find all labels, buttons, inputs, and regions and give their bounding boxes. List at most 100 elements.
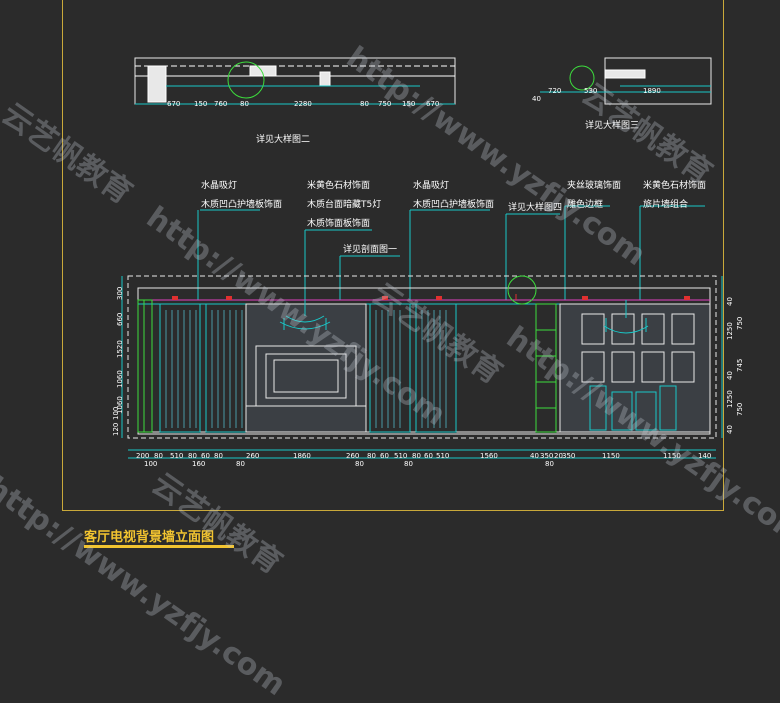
left-dim: 660 — [116, 312, 124, 326]
right-dim: 750 — [736, 316, 744, 330]
plan-block — [147, 65, 167, 103]
bottom-dim: 80 — [367, 452, 376, 460]
plan-dim: 760 — [214, 100, 228, 108]
plan-dim: 670 — [167, 100, 181, 108]
right-dim: 750 — [736, 402, 744, 416]
bottom-dim: 40 — [530, 452, 539, 460]
plan-dim: 530 — [584, 87, 598, 95]
outer-frame-border — [62, 0, 724, 511]
left-dim: 120 — [112, 422, 120, 436]
right-dim: 40 — [726, 425, 734, 434]
bottom-dim: 1860 — [293, 452, 311, 460]
callout-text: 详见大样图四 — [508, 203, 563, 213]
bottom-dim: 1560 — [480, 452, 498, 460]
callout-text: 米黄色石材饰面 — [307, 181, 371, 191]
bottom-dim: 260 — [346, 452, 360, 460]
right-dim: 1250 — [726, 390, 734, 408]
dining-stone-wall — [559, 303, 711, 433]
wall-panel-4 — [415, 303, 457, 433]
panel-grooves — [165, 310, 243, 428]
callout-text: 木质台面暗藏T5灯 — [307, 200, 382, 210]
bottom-dim: 140 — [698, 452, 712, 460]
callout-text: 木质凹凸护墙板饰面 — [201, 200, 283, 210]
ceiling-marks — [172, 296, 690, 300]
bottom-dim: 510 — [170, 452, 184, 460]
bottom-dim: 20 — [554, 452, 563, 460]
chandelier-right — [603, 300, 649, 334]
glass-partition — [535, 303, 557, 433]
bottom-dim: 60 — [424, 452, 433, 460]
bottom-dim: 60 — [201, 452, 210, 460]
plan-block — [604, 69, 646, 79]
tv-screen — [273, 359, 339, 393]
panel-grooves — [375, 310, 447, 428]
title-underline — [84, 545, 234, 548]
callout-text: 水晶吸灯 — [201, 181, 238, 191]
bottom-dim: 60 — [380, 452, 389, 460]
callout-text: 详见剖面图一 — [343, 245, 398, 255]
right-dim: 745 — [736, 358, 744, 372]
plan-outline-right — [604, 57, 712, 105]
bottom-dim: 510 — [436, 452, 450, 460]
bottom-dim: 350 — [540, 452, 554, 460]
glass-grid — [536, 329, 556, 409]
dining-panels — [581, 313, 695, 383]
plan-dim: 80 — [240, 100, 249, 108]
leader-lines — [197, 205, 705, 300]
bottom-dim: 80 — [412, 452, 421, 460]
callout-text: 夹丝玻璃饰面 — [567, 181, 622, 191]
plan-dim: 1890 — [643, 87, 661, 95]
left-dim: 1060 — [116, 370, 124, 388]
detail-2-label: 详见大样图二 — [256, 135, 311, 145]
plan-block — [249, 65, 277, 77]
callout-text: 木质饰面板饰面 — [307, 219, 371, 229]
bottom-dim: 80 — [545, 460, 554, 468]
right-dim: 40 — [726, 297, 734, 306]
bottom-dim: 100 — [144, 460, 158, 468]
elevation-boundary — [127, 275, 717, 439]
detail-marker-4 — [507, 275, 537, 305]
bottom-dim: 160 — [192, 460, 206, 468]
detail-marker-2 — [227, 61, 265, 99]
bottom-dim: 80 — [214, 452, 223, 460]
wall-panel-3 — [369, 303, 411, 433]
wall-panel-1 — [159, 303, 201, 433]
plan-dim: 40 — [532, 95, 541, 103]
right-dim: 40 — [726, 371, 734, 380]
bottom-dim: 350 — [562, 452, 576, 460]
dining-chairs — [589, 385, 677, 431]
drawing-canvas — [121, 57, 723, 459]
plan-dim: 720 — [548, 87, 562, 95]
detail-3-label: 详见大样图三 — [585, 121, 640, 131]
plan-outline-left — [134, 57, 456, 105]
left-end-panel — [137, 299, 153, 433]
tv-frame-inner — [265, 353, 347, 399]
right-dim: 1250 — [726, 322, 734, 340]
callout-text: 旅片墙组合 — [643, 200, 689, 210]
drawing-title: 客厅电视背景墙立面图 — [84, 530, 215, 545]
bottom-dim: 1150 — [663, 452, 681, 460]
left-dim: 1520 — [116, 340, 124, 358]
bottom-dim: 80 — [154, 452, 163, 460]
plan-section — [134, 57, 712, 105]
bottom-dim: 80 — [404, 460, 413, 468]
chandelier-left — [279, 300, 331, 330]
callout-text: 水晶吸灯 — [413, 181, 450, 191]
bottom-dim: 1150 — [602, 452, 620, 460]
stone-wall — [245, 303, 367, 433]
plan-dim: 750 — [378, 100, 392, 108]
plan-dim: 150 — [194, 100, 208, 108]
left-dim: 1060 — [116, 396, 124, 414]
bottom-dim: 80 — [188, 452, 197, 460]
bottom-dim: 260 — [246, 452, 260, 460]
plan-dim: 150 — [402, 100, 416, 108]
plan-dim: 2280 — [294, 100, 312, 108]
bottom-dim: 80 — [355, 460, 364, 468]
callout-text: 木质凹凸护墙板饰面 — [413, 200, 495, 210]
callout-text: 雕色边框 — [567, 200, 604, 210]
detail-marker-3 — [569, 65, 595, 91]
bottom-dim: 80 — [236, 460, 245, 468]
plan-block — [319, 71, 331, 87]
bottom-dim: 200 — [136, 452, 150, 460]
left-dim: 300 — [116, 286, 124, 300]
